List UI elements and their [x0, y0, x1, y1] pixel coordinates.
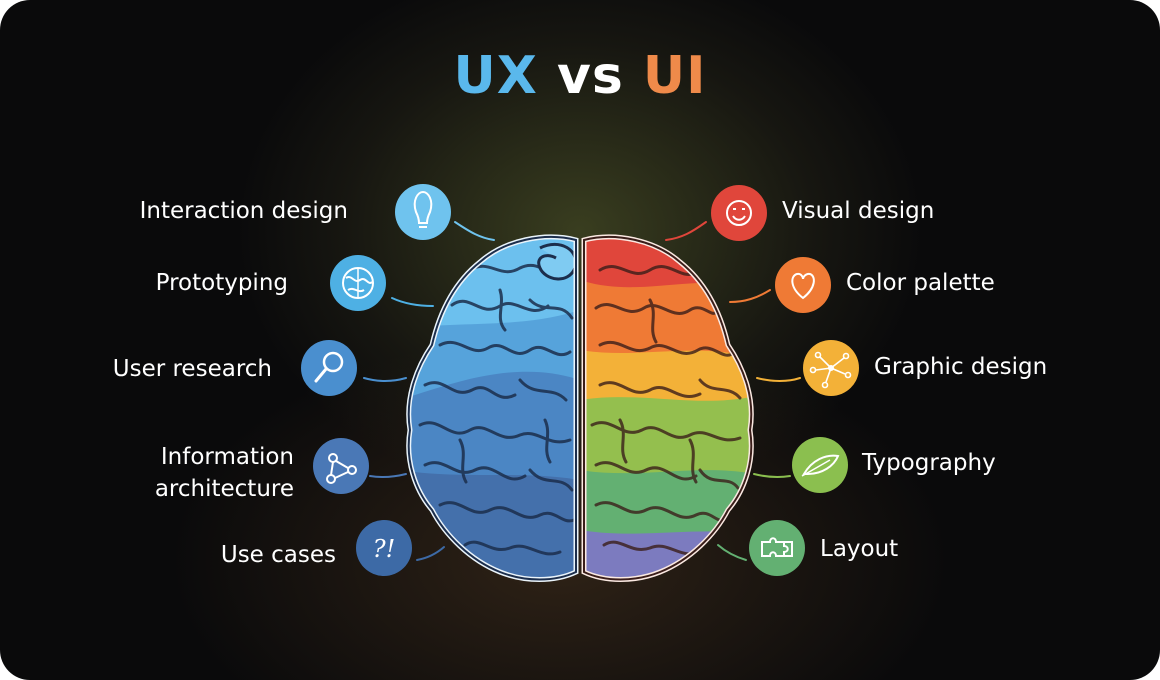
- puzzle-icon: [749, 520, 805, 576]
- label-user-research: User research: [112, 356, 272, 382]
- label-use-cases: Use cases: [220, 542, 336, 568]
- network-icon: [803, 340, 859, 396]
- label-visual-design: Visual design: [782, 198, 935, 224]
- label-prototyping: Prototyping: [155, 270, 288, 296]
- magnifier-icon: [301, 340, 357, 396]
- label-color-palette: Color palette: [846, 270, 995, 296]
- brain-left-hemisphere: [406, 234, 579, 582]
- lightbulb-icon: [395, 184, 451, 240]
- label-information-architecture: Information architecture: [154, 444, 294, 502]
- page-title: UX vs UI: [453, 46, 707, 106]
- svg-text:?!: ?!: [373, 535, 396, 563]
- heart-icon: [775, 257, 831, 313]
- brain-sketch-icon: [330, 255, 386, 311]
- nodes-icon: [313, 438, 369, 494]
- smiley-icon: [711, 185, 767, 241]
- question-exclamation-icon: ?!: [356, 520, 412, 576]
- brain-right-hemisphere: [581, 234, 754, 582]
- label-typography: Typography: [862, 450, 996, 476]
- label-graphic-design: Graphic design: [874, 354, 1048, 380]
- label-interaction-design: Interaction design: [139, 198, 348, 224]
- feather-icon: [792, 437, 848, 493]
- connector-lines: [363, 221, 801, 561]
- label-layout: Layout: [820, 536, 899, 562]
